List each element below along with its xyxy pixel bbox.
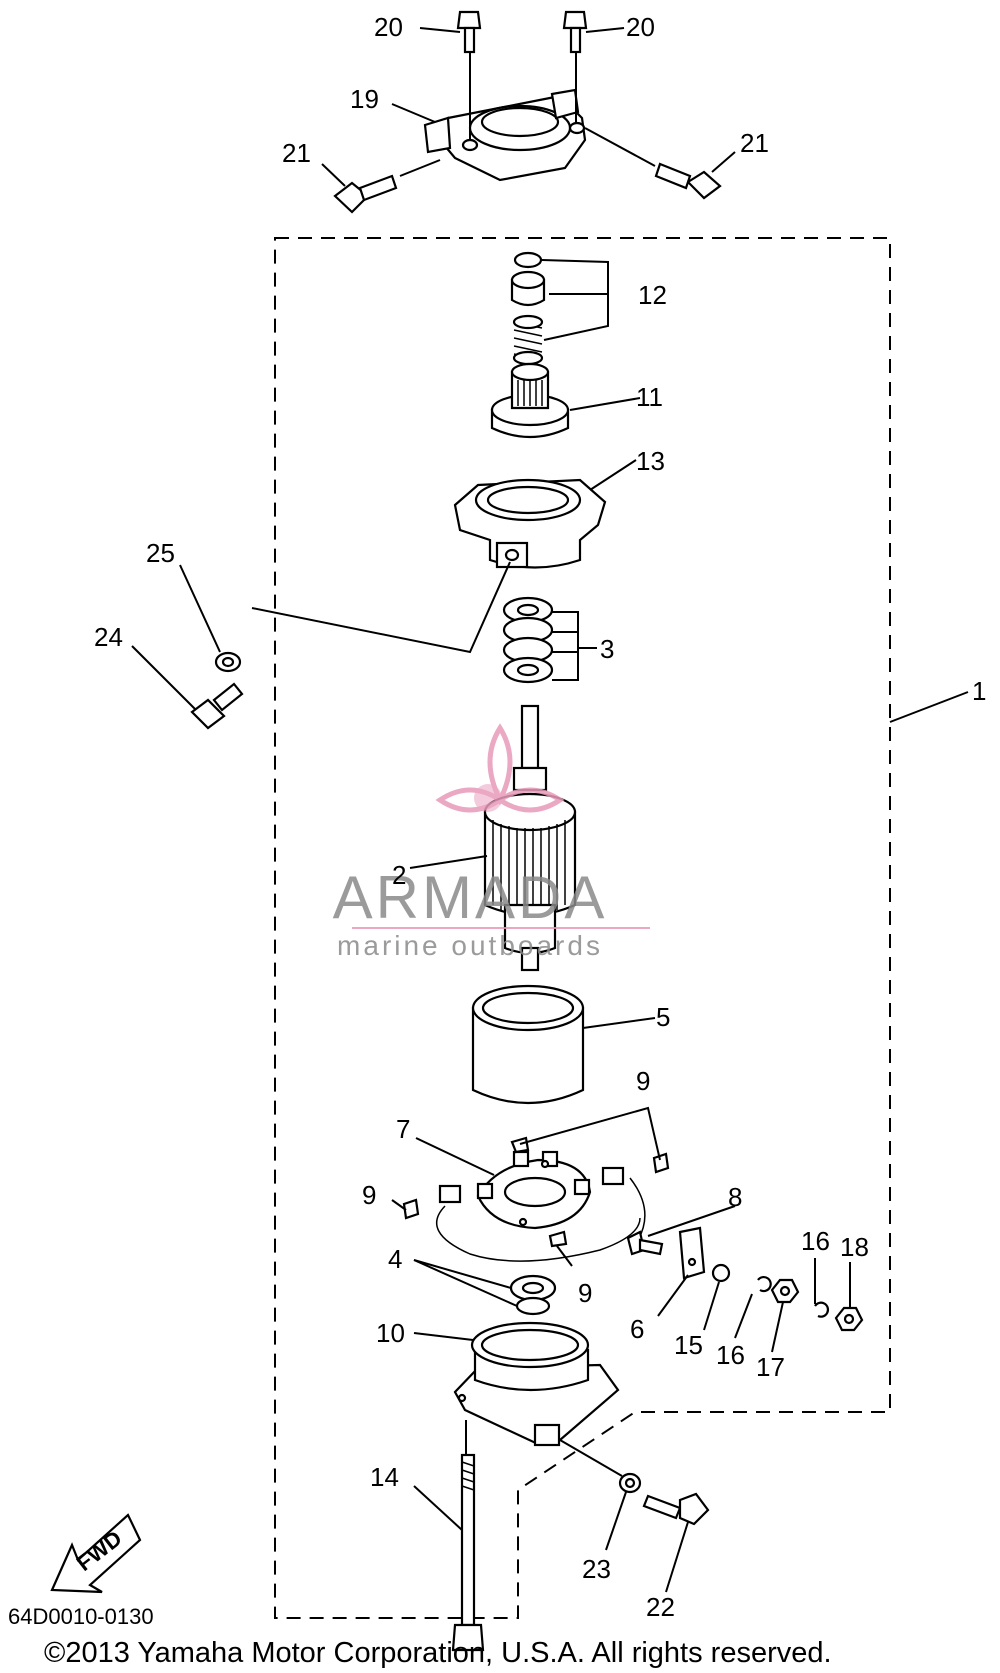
- callout-7: 7: [396, 1114, 410, 1144]
- part-23-washer: [618, 1472, 642, 1494]
- callout-9-bottom: 9: [578, 1278, 592, 1308]
- callout-16-right: 16: [801, 1226, 830, 1256]
- callout-22: 22: [646, 1592, 675, 1622]
- part-16-lock-washer-2: [814, 1301, 830, 1318]
- part-12-sleeve: [510, 270, 546, 307]
- part-6-terminal: [678, 1226, 706, 1280]
- part-18-nut: [834, 1306, 864, 1332]
- callout-17: 17: [756, 1352, 785, 1382]
- callout-18: 18: [840, 1232, 869, 1262]
- part-11-pinion: [490, 362, 570, 439]
- part-21-bolt-right: [584, 127, 722, 200]
- armada-watermark: ARMADA marine outboards: [333, 723, 650, 961]
- watermark-brand: ARMADA: [333, 864, 608, 931]
- callout-6: 6: [630, 1314, 644, 1344]
- part-9-clip-left: [402, 1198, 420, 1220]
- brush-right: [601, 1166, 625, 1186]
- callout-21-right: 21: [740, 128, 769, 158]
- callout-5: 5: [656, 1002, 670, 1032]
- watermark-tagline: marine outboards: [337, 930, 603, 961]
- callout-20-left: 20: [374, 12, 403, 42]
- callout-19: 19: [350, 84, 379, 114]
- brush-left: [438, 1184, 462, 1204]
- part-25-washer: [214, 651, 242, 673]
- callout-20-right: 20: [626, 12, 655, 42]
- part-17-nut: [770, 1278, 800, 1304]
- part-3-washers: [502, 596, 554, 684]
- part-19-bracket: [423, 88, 587, 182]
- part-21-bolt-left: [333, 159, 441, 214]
- part-22-bolt: [642, 1492, 710, 1526]
- part-23-leader-line: [559, 1439, 623, 1477]
- part-15-washer: [711, 1263, 731, 1283]
- callout-10: 10: [376, 1318, 405, 1348]
- callout-13: 13: [636, 446, 665, 476]
- callout-23: 23: [582, 1554, 611, 1584]
- assembly-outline: [274, 237, 891, 1619]
- callout-16-left: 16: [716, 1340, 745, 1370]
- part-4-washers: [509, 1274, 557, 1316]
- callout-9-left: 9: [362, 1180, 376, 1210]
- part-20-bolt-left: [456, 10, 482, 140]
- diagram-code: 64D0010-0130: [8, 1604, 154, 1629]
- callout-15: 15: [674, 1330, 703, 1360]
- copyright-notice: ©2013 Yamaha Motor Corporation, U.S.A. A…: [44, 1637, 832, 1669]
- part-9-clip-bottom: [548, 1230, 568, 1248]
- part-5-yoke: [471, 984, 585, 1104]
- part-9-clip-right: [652, 1152, 670, 1174]
- callout-12: 12: [638, 280, 667, 310]
- fwd-arrow-icon: FWD: [50, 1513, 142, 1594]
- part-14-through-bolt: [451, 1420, 485, 1652]
- callout-8: 8: [728, 1182, 742, 1212]
- callout-4: 4: [388, 1244, 402, 1274]
- part-12-spring: [512, 314, 544, 366]
- callout-24: 24: [94, 622, 123, 652]
- leader-lines: [131, 27, 969, 1593]
- part-12-stop-ring: [513, 251, 543, 269]
- callout-labels: 20 20 19 21 21 12 11 13 25 24 3 1 2 5 9 …: [94, 12, 986, 1622]
- callout-21-left: 21: [282, 138, 311, 168]
- part-8-terminal-bolt: [626, 1230, 664, 1256]
- callout-9-top: 9: [636, 1066, 650, 1096]
- callout-3: 3: [600, 634, 614, 664]
- brush-lead-wire-right: [629, 1177, 646, 1241]
- part-16-lock-washer: [757, 1275, 772, 1293]
- callout-25: 25: [146, 538, 175, 568]
- part-24-bolt: [190, 682, 244, 730]
- part-10-rear-cover: [453, 1321, 620, 1447]
- part-24-leader-line: [251, 561, 511, 654]
- part-20-bolt-right: [562, 10, 588, 122]
- callout-11: 11: [636, 382, 663, 412]
- brush-lead-wire: [435, 1205, 641, 1262]
- part-7-brush-holder: [476, 1150, 592, 1230]
- part-9-clip-top: [510, 1136, 530, 1154]
- callout-1: 1: [972, 676, 986, 706]
- part-13-front-bracket: [453, 478, 607, 569]
- callout-14: 14: [370, 1462, 399, 1492]
- part-2-armature: [483, 704, 577, 972]
- callout-2: 2: [392, 860, 406, 890]
